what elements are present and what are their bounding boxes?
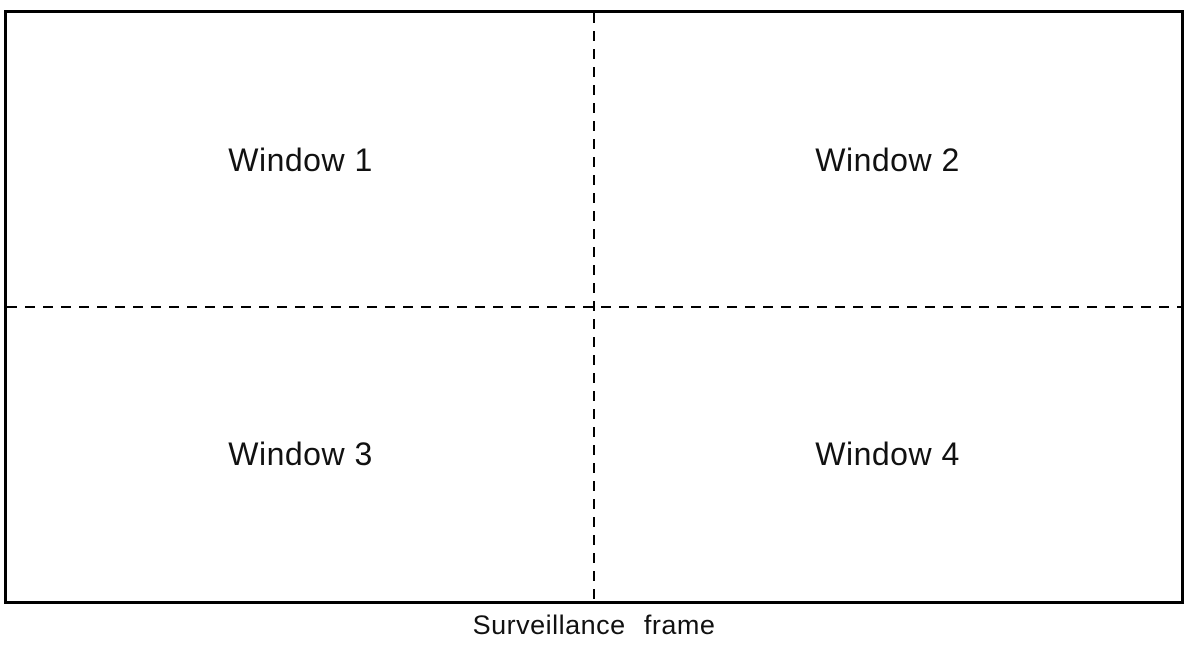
- horizontal-dashed-divider: [7, 306, 1181, 308]
- window-4-label: Window 4: [815, 435, 960, 472]
- window-quadrant-1: Window 1: [7, 13, 594, 307]
- surveillance-frame: Window 1 Window 2 Window 3 Window 4: [4, 10, 1184, 604]
- window-1-label: Window 1: [228, 141, 373, 178]
- window-quadrant-4: Window 4: [594, 307, 1181, 601]
- window-quadrant-3: Window 3: [7, 307, 594, 601]
- window-grid: Window 1 Window 2 Window 3 Window 4: [7, 13, 1181, 601]
- window-2-label: Window 2: [815, 141, 960, 178]
- window-quadrant-2: Window 2: [594, 13, 1181, 307]
- figure-caption: Surveillance frame: [472, 610, 716, 640]
- window-3-label: Window 3: [228, 435, 373, 472]
